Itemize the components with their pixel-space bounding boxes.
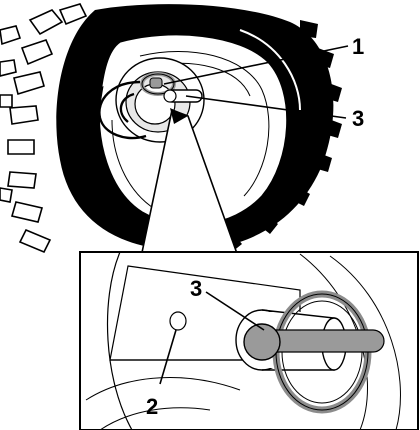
leader-lines-detail: [159, 291, 265, 385]
tire-tread-lugs: [0, 3, 88, 254]
lynch-pin-detail: [243, 290, 385, 414]
rotation-arrow-icon: [89, 80, 147, 140]
callout-3-label-detail: 3: [190, 276, 202, 301]
callout-2-label: 2: [146, 394, 158, 419]
leader-lines-top: [163, 45, 349, 119]
callout-1-label: 1: [352, 34, 364, 59]
callout-3-label-top: 3: [352, 106, 364, 131]
lynch-pin-top: [140, 72, 203, 103]
